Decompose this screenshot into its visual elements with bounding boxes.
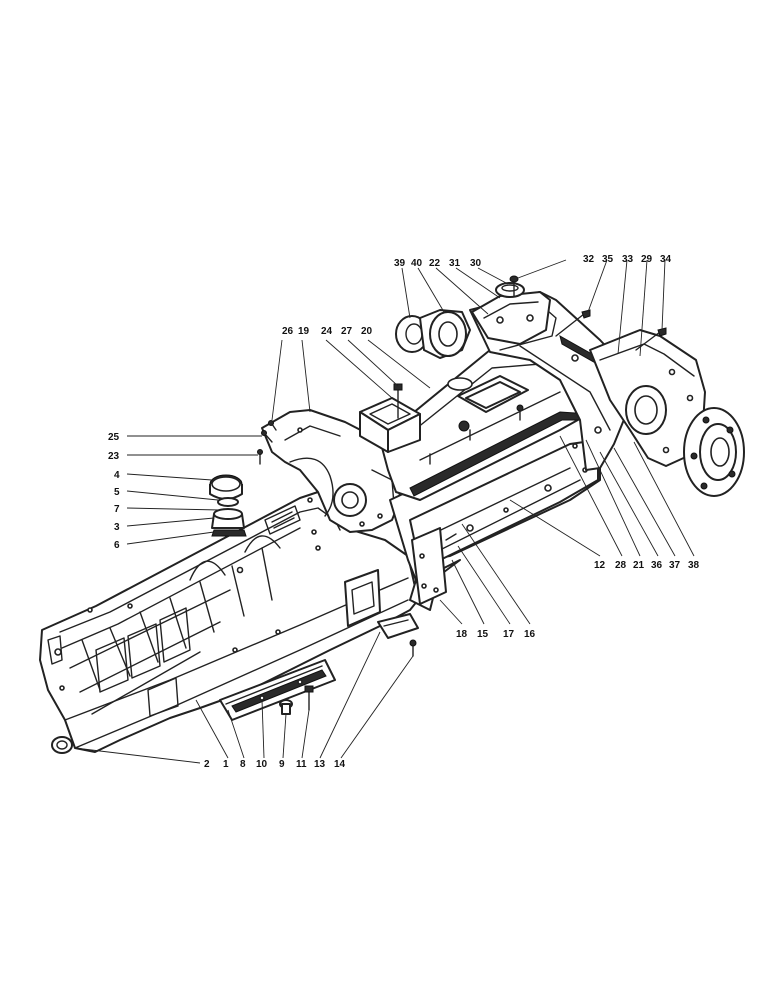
callout-31: 31: [449, 258, 461, 269]
callout-29: 29: [641, 254, 653, 265]
oil-filler-cap: [209, 474, 243, 500]
callout-36: 36: [651, 560, 663, 571]
callout-9: 9: [279, 759, 285, 770]
callout-18: 18: [456, 629, 468, 640]
callout-7: 7: [114, 504, 120, 515]
callout-34: 34: [660, 254, 672, 265]
callout-24: 24: [321, 326, 333, 337]
callout-1: 1: [223, 759, 229, 770]
gearbox-housing: [389, 417, 601, 611]
leader-lines: [74, 259, 695, 764]
callout-27: 27: [341, 326, 353, 337]
callout-12: 12: [594, 560, 606, 571]
callout-22: 22: [429, 258, 441, 269]
left-axle-flange: [395, 309, 471, 359]
callout-21: 21: [633, 560, 645, 571]
filler-neck: [211, 508, 247, 537]
callout-39: 39: [394, 258, 406, 269]
front-support-pad: [377, 613, 419, 639]
callout-25: 25: [108, 432, 120, 443]
callout-16: 16: [524, 629, 536, 640]
callout-32: 32: [583, 254, 595, 265]
long-bolt-34: [635, 327, 667, 351]
filler-washer: [217, 497, 239, 507]
callout-13: 13: [314, 759, 326, 770]
breather-cap: [495, 282, 525, 298]
sump-drain-plug: [279, 699, 293, 715]
callout-20: 20: [361, 326, 373, 337]
callout-6: 6: [114, 540, 120, 551]
callout-35: 35: [602, 254, 614, 265]
gearbox-top-cover: [359, 345, 593, 501]
top-cover-bolt: [393, 383, 403, 419]
cap-bolt: [509, 275, 519, 297]
callout-23: 23: [108, 451, 120, 462]
right-axle-housing: [589, 329, 745, 497]
callout-30: 30: [470, 258, 482, 269]
callout-14: 14: [334, 759, 346, 770]
callout-37: 37: [669, 560, 681, 571]
callout-8: 8: [240, 759, 246, 770]
bolt-25: [261, 430, 273, 443]
callout-5: 5: [114, 487, 120, 498]
callout-19: 19: [298, 326, 310, 337]
callout-11: 11: [296, 759, 307, 770]
callout-40: 40: [411, 258, 423, 269]
callout-2: 2: [204, 759, 210, 770]
front-axle-support-frame: [39, 491, 419, 753]
callout-3: 3: [114, 522, 120, 533]
bolt-26: [268, 420, 277, 431]
bolt-23: [257, 449, 263, 465]
callout-28: 28: [615, 560, 627, 571]
callout-4: 4: [114, 470, 120, 481]
sump-bolt: [304, 685, 314, 711]
callout-labels: 25 23 4 5 7 3 6 2 1 8 10 9 11 13 14 18 1…: [108, 254, 700, 770]
callout-10: 10: [256, 759, 268, 770]
callout-17: 17: [503, 629, 515, 640]
front-pad-bolt: [409, 639, 417, 657]
drain-plug: [51, 736, 73, 754]
callout-38: 38: [688, 560, 700, 571]
callout-26: 26: [282, 326, 294, 337]
callout-15: 15: [477, 629, 489, 640]
callout-33: 33: [622, 254, 634, 265]
rear-top-cover: [471, 291, 551, 345]
sump-cover-plate: [219, 659, 336, 721]
